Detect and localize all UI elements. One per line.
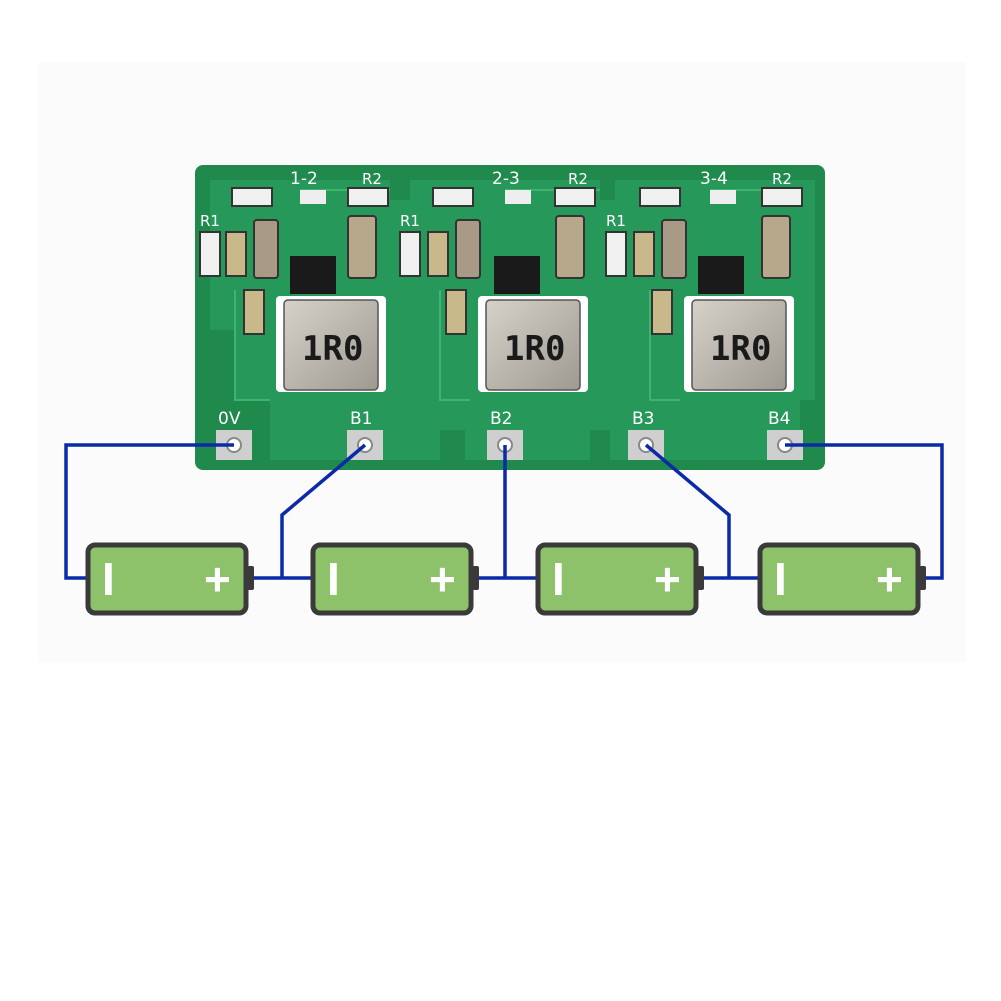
wire-b1: [280, 443, 367, 578]
resistor: [347, 187, 389, 207]
battery-plus-sign: +: [876, 553, 903, 605]
pair-label: 1-2: [290, 169, 318, 189]
pair-label: 2-3: [492, 169, 520, 189]
r1-label: R1: [400, 212, 420, 230]
resistor: [761, 187, 803, 207]
battery-terminal: [471, 566, 479, 590]
led: [300, 190, 326, 204]
capacitor: [225, 231, 247, 277]
capacitor: [445, 289, 467, 335]
mosfet-chip: [290, 256, 336, 294]
balancer-board: 1-2 R2 R1 1R0 2-3 R2 R1: [195, 165, 825, 470]
resistor: [399, 231, 421, 277]
battery-minus-sign: I: [102, 553, 115, 605]
balancer-cell-1: 1-2 R2 R1 1R0: [199, 169, 389, 392]
battery-terminal: [696, 566, 704, 590]
resistor: [639, 187, 681, 207]
led: [710, 190, 736, 204]
capacitor: [633, 231, 655, 277]
capacitor: [651, 289, 673, 335]
resistor: [199, 231, 221, 277]
led: [505, 190, 531, 204]
battery-terminal: [246, 566, 254, 590]
inductor: [691, 299, 787, 391]
r2-label: R2: [772, 170, 792, 188]
battery-minus-sign: I: [552, 553, 565, 605]
capacitor: [455, 219, 481, 279]
resistor: [231, 187, 273, 207]
inductor: [283, 299, 379, 391]
capacitor: [427, 231, 449, 277]
battery-minus-sign: I: [327, 553, 340, 605]
r1-label: R1: [200, 212, 220, 230]
trace-3: [649, 290, 680, 401]
capacitor: [555, 215, 585, 279]
inductor-label: 1R0: [504, 329, 565, 369]
terminal-pad-0v: [216, 430, 252, 460]
capacitor: [347, 215, 377, 279]
pair-label: 3-4: [700, 169, 728, 189]
r2-label: R2: [362, 170, 382, 188]
terminal-label-b3: B3: [632, 409, 654, 429]
capacitor: [661, 219, 687, 279]
r2-label: R2: [568, 170, 588, 188]
capacitor: [761, 215, 791, 279]
terminal-label-b4: B4: [768, 409, 790, 429]
terminal-label-b1: B1: [350, 409, 372, 429]
wire-b3: [644, 443, 731, 578]
inductor-label: 1R0: [710, 329, 771, 369]
trace-2: [439, 290, 470, 401]
r1-label: R1: [606, 212, 626, 230]
trace-1: [234, 290, 270, 401]
battery-3: I +: [535, 542, 704, 616]
battery-2: I +: [310, 542, 479, 616]
mosfet-chip: [698, 256, 744, 294]
mosfet-chip: [494, 256, 540, 294]
wires: [64, 443, 944, 580]
battery-minus-sign: I: [774, 553, 787, 605]
battery-4: I +: [757, 542, 926, 616]
resistor: [432, 187, 474, 207]
inductor-label: 1R0: [302, 329, 363, 369]
capacitor: [243, 289, 265, 335]
capacitor: [253, 219, 279, 279]
battery-1: I +: [85, 542, 254, 616]
balancer-cell-2: 2-3 R2 R1 1R0: [399, 169, 596, 392]
battery-terminal: [918, 566, 926, 590]
terminal-label-b2: B2: [490, 409, 512, 429]
inductor: [485, 299, 581, 391]
battery-plus-sign: +: [429, 553, 456, 605]
balancer-cell-3: 3-4 R2 R1 1R0: [605, 169, 803, 392]
resistor: [605, 231, 627, 277]
resistor: [554, 187, 596, 207]
battery-plus-sign: +: [204, 553, 231, 605]
battery-plus-sign: +: [654, 553, 681, 605]
wire-b4: [785, 443, 944, 580]
wire-0v: [64, 443, 234, 580]
terminal-label-0v: 0V: [218, 409, 241, 429]
